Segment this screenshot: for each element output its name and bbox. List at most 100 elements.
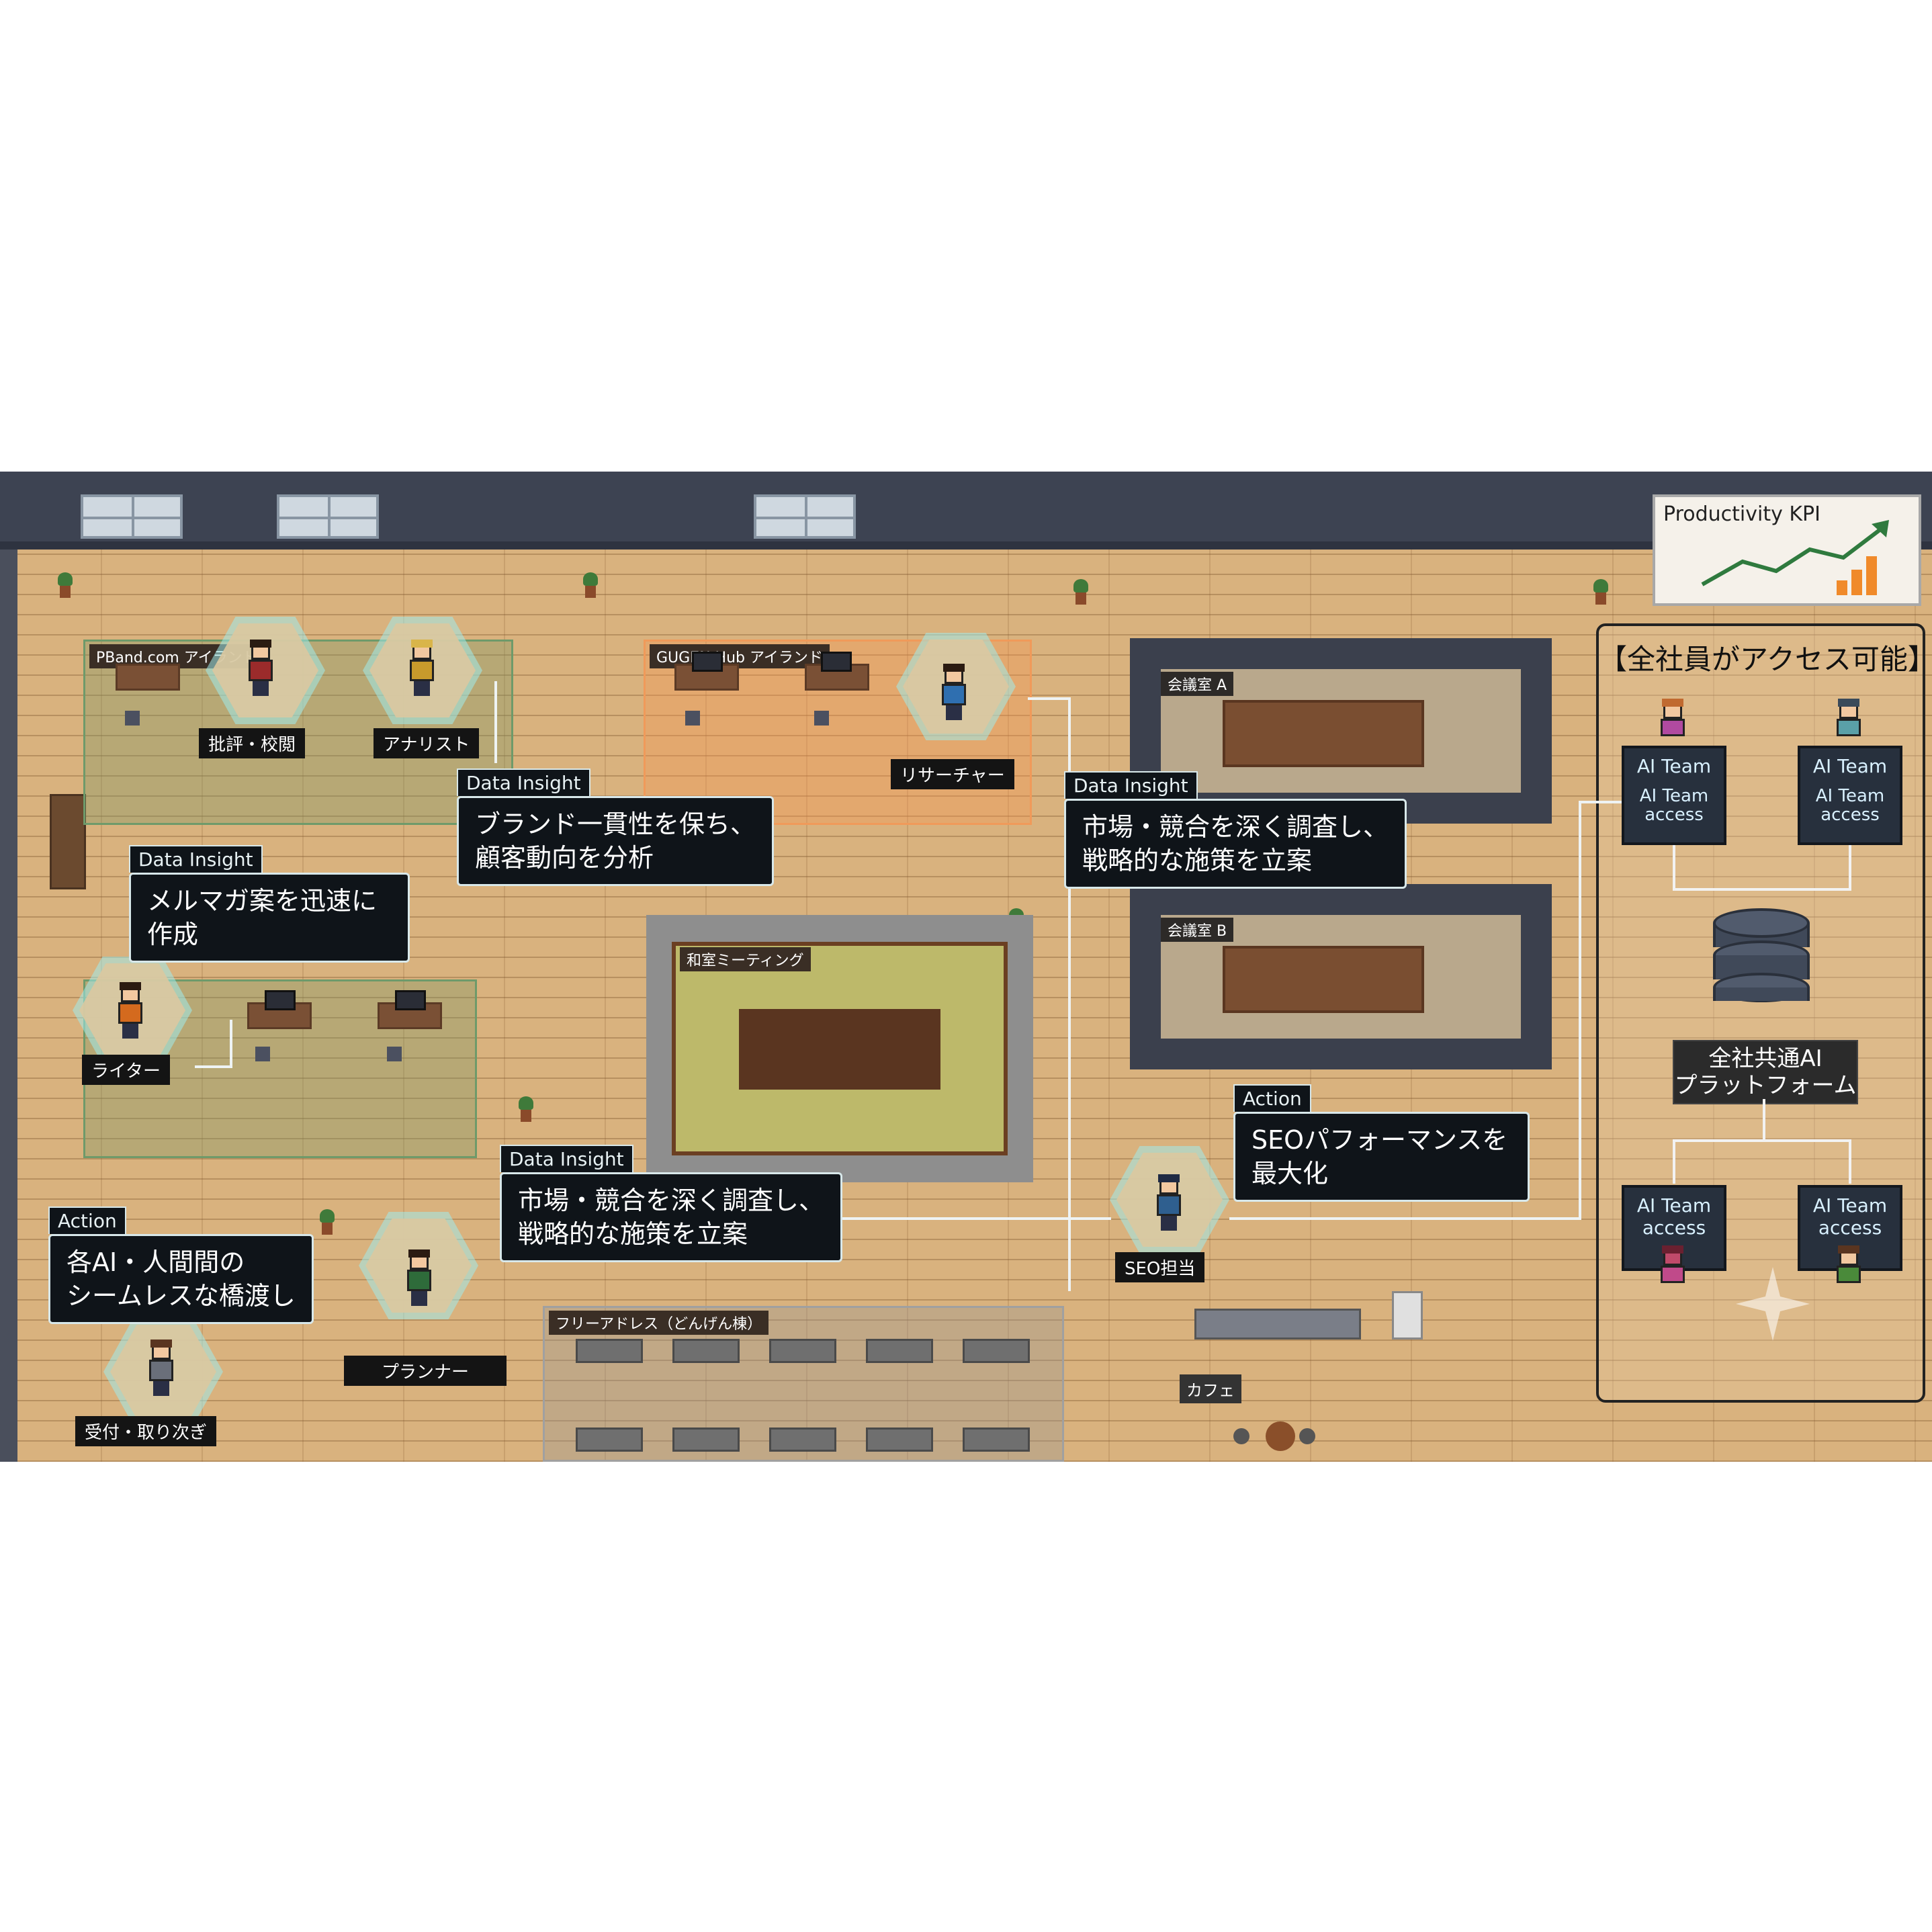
desk [116,664,180,691]
writer-agent-avatar[interactable] [116,982,145,1039]
chair [685,711,700,726]
callout-tag: Action [48,1206,126,1234]
meeting-room-b[interactable]: 会議室 B [1130,884,1552,1069]
callout-text: 市場・競合を深く調査し、 戦略的な施策を立案 [1064,799,1407,889]
connector-line [1028,697,1071,700]
researcher-agent-avatar[interactable] [939,664,969,720]
callout-text: 市場・競合を深く調査し、 戦略的な施策を立案 [500,1172,843,1262]
callout-text: ブランド一貫性を保ち、 顧客動向を分析 [457,796,775,886]
reception-agent-avatar[interactable] [146,1340,176,1396]
role-label-planner: プランナー [344,1356,507,1386]
room-label: 会議室 A [1161,672,1234,696]
cafe-label: カフェ [1180,1374,1241,1403]
connector-line [1673,845,1675,889]
database-icon [1713,908,1814,1013]
connector-line [1673,1139,1675,1184]
ai-team-terminal[interactable]: AI Team AI Team access [1798,746,1902,845]
planner-agent-avatar[interactable] [404,1249,434,1306]
window [277,494,379,539]
ai-team-terminal[interactable]: AI Team AI Team access [1622,746,1726,845]
callout-tag: Data Insight [1064,771,1198,799]
connector-line [1763,1099,1765,1141]
left-wall [0,550,17,1462]
desk [672,1339,740,1363]
desk [866,1339,933,1363]
callout-reception: Action 各AI・人間間の シームレスな橋渡し [48,1206,314,1324]
plant-icon [56,572,74,599]
meeting-room-a[interactable]: 会議室 A [1130,638,1552,824]
desk [672,1428,740,1452]
callout-text: SEOパフォーマンスを 最大化 [1233,1112,1530,1202]
callout-tag: Data Insight [500,1145,633,1172]
wall-trim [0,541,1932,550]
role-label-seo: SEO担当 [1115,1252,1205,1282]
stool [1233,1428,1249,1444]
desk [576,1428,643,1452]
callout-text: メルマガ案を迅速に 作成 [129,873,410,963]
callout-tag: Data Insight [129,845,263,873]
callout-writer: Data Insight メルマガ案を迅速に 作成 [129,845,410,963]
connector-line [1229,1217,1581,1220]
window [754,494,856,539]
monitor [265,990,296,1010]
free-address-area[interactable]: フリーアドレス（どんげん棟） [543,1306,1064,1462]
productivity-kpi-panel[interactable]: Productivity KPI [1653,494,1921,606]
plant-icon [1072,579,1090,606]
callout-tag: Action [1233,1084,1311,1112]
meeting-table [1223,700,1424,767]
office-map: PBand.com アイランド GUGEN Hub アイランド 会議室 A 会議… [0,472,1932,1462]
user-avatar [1658,1245,1687,1288]
plant-icon [318,1209,336,1236]
desk [769,1428,836,1452]
desk [963,1428,1030,1452]
low-table [739,1009,940,1090]
meeting-table [1223,946,1424,1013]
analyst-agent-avatar[interactable] [407,640,437,696]
user-avatar [1658,699,1687,739]
platform-hub-label: 全社共通AI プラットフォーム [1673,1040,1858,1104]
role-label-researcher: リサーチャー [891,759,1014,789]
cafe-table [1266,1421,1295,1451]
connector-line [494,681,497,763]
desk [866,1428,933,1452]
plant-icon [1592,579,1610,606]
callout-planner: Data Insight 市場・競合を深く調査し、 戦略的な施策を立案 [500,1145,843,1262]
role-label-reception: 受付・取り次ぎ [75,1416,217,1446]
role-label-writer: ライター [82,1055,170,1085]
connector-line [813,1217,1071,1220]
bookshelf [50,794,86,889]
monitor [821,652,852,672]
connector-line [1068,1022,1071,1291]
user-avatar [1834,1245,1863,1288]
monitor [395,990,426,1010]
zone-label: フリーアドレス（どんげん棟） [549,1311,769,1335]
callout-text: 各AI・人間間の シームレスな橋渡し [48,1234,314,1324]
plant-icon [517,1096,535,1123]
ai-platform-panel[interactable]: 【全社員がアクセス可能】 [1596,623,1932,1403]
callout-seo: Action SEOパフォーマンスを 最大化 [1233,1084,1530,1202]
role-label-analyst: アナリスト [374,728,480,758]
chair [814,711,829,726]
desk [576,1339,643,1363]
critic-agent-avatar[interactable] [246,640,275,696]
user-avatar [1834,699,1863,739]
fridge [1392,1291,1423,1340]
chair [255,1047,270,1061]
washitsu-meeting-room[interactable]: 和室ミーティング [646,915,1033,1182]
desk [963,1339,1030,1363]
connector-line [1579,801,1581,1220]
connector-line [1673,1139,1851,1142]
stool [1299,1428,1315,1444]
chair [125,711,140,726]
connector-line [1071,1217,1111,1220]
callout-tag: Data Insight [457,769,590,796]
seo-agent-avatar[interactable] [1154,1174,1184,1231]
room-label: 和室ミーティング [680,947,811,971]
connector-line [1849,845,1851,889]
connector-line [230,1020,232,1068]
connector-line [1673,888,1851,891]
kpi-title: Productivity KPI [1663,502,1820,526]
plant-icon [582,572,599,599]
window [81,494,183,539]
connector-line [1849,1139,1851,1184]
